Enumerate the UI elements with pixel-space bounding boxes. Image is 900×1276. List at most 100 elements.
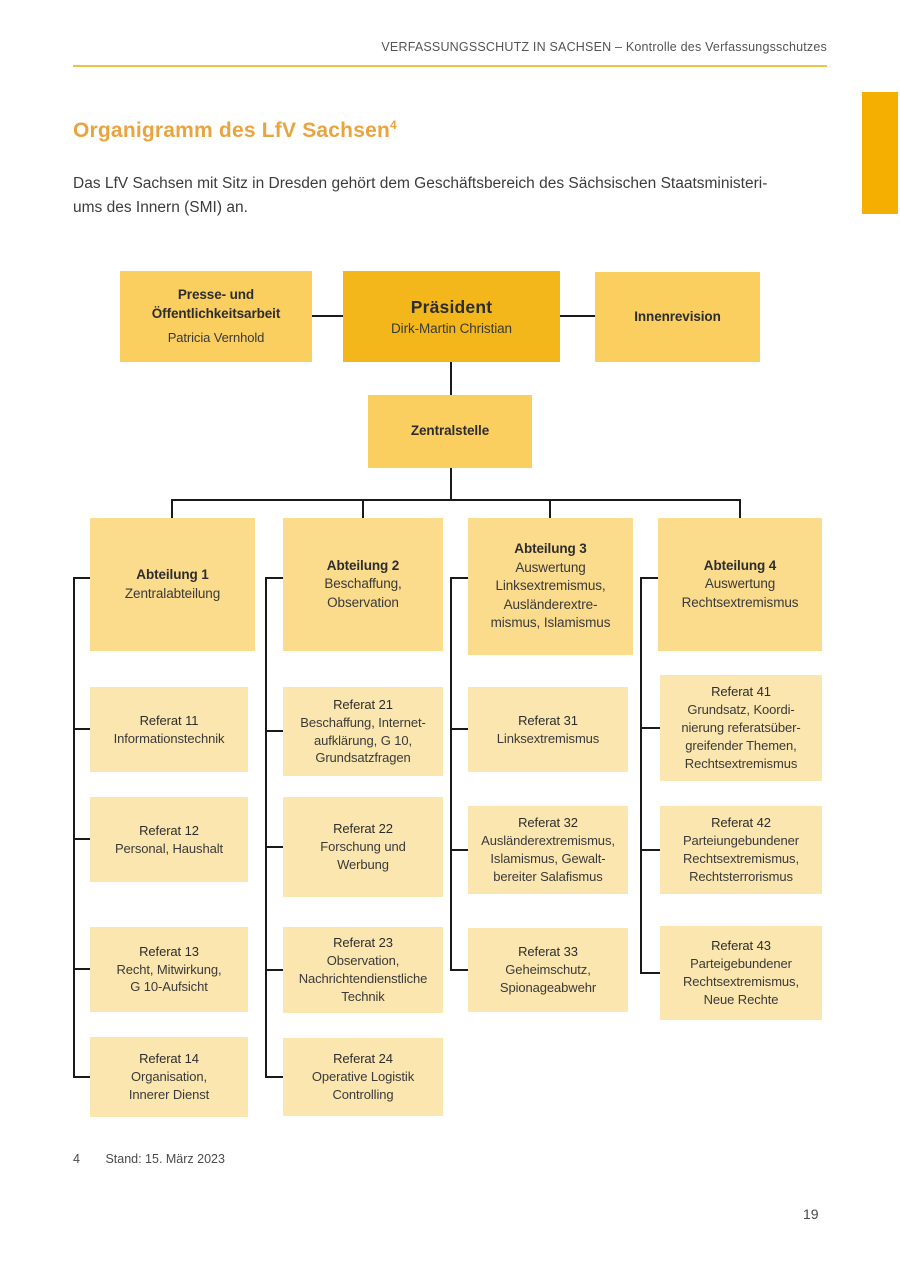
org-box-referat-13-title: Referat 13: [139, 943, 199, 959]
org-box-abteilung-1: Abteilung 1 Zentralabteilung: [90, 518, 255, 651]
connector-line: [450, 728, 468, 730]
org-box-abteilung-2-body: Beschaffung, Observation: [324, 576, 402, 610]
title-footnote-ref: 4: [390, 118, 397, 132]
connector-line: [171, 499, 741, 501]
connector-line: [265, 846, 283, 848]
page-number: 19: [803, 1206, 819, 1222]
org-box-referat-32-title: Referat 32: [518, 815, 578, 831]
running-header: VERFASSUNGSSCHUTZ IN SACHSEN – Kontrolle…: [381, 40, 827, 54]
org-box-zentralstelle: Zentralstelle: [368, 395, 532, 468]
org-box-referat-23: Referat 23 Observation, Nachrichtendiens…: [283, 927, 443, 1013]
connector-line: [640, 727, 660, 729]
org-box-referat-33-title: Referat 33: [518, 944, 578, 960]
connector-line: [73, 968, 90, 970]
org-box-referat-12: Referat 12 Personal, Haushalt: [90, 797, 248, 882]
org-box-referat-31: Referat 31 Linksextremismus: [468, 687, 628, 772]
org-box-referat-33: Referat 33 Geheimschutz, Spionageabwehr: [468, 928, 628, 1012]
org-box-referat-33-body: Geheimschutz, Spionageabwehr: [499, 962, 597, 995]
org-box-referat-42-body: Parteiungebundener Rechtsextremismus, Re…: [682, 833, 800, 884]
org-box-abteilung-4-body: Auswertung Rechtsextremismus: [681, 576, 799, 610]
org-box-referat-23-body: Observation, Nachrichtendienstliche Tech…: [298, 953, 428, 1004]
connector-line: [549, 499, 551, 518]
org-box-referat-11: Referat 11 Informationstechnik: [90, 687, 248, 772]
org-box-referat-43: Referat 43 Parteigebundener Rechtsextrem…: [660, 926, 822, 1020]
page-edge-tab: [862, 92, 898, 214]
org-box-referat-21: Referat 21 Beschaffung, Internet- aufklä…: [283, 687, 443, 776]
connector-line: [73, 1076, 90, 1078]
org-box-presse: Presse- und Öffentlichkeitsarbeit Patric…: [120, 271, 312, 362]
connector-line: [450, 849, 468, 851]
org-box-referat-32-body: Ausländerextremismus, Islamismus, Gewalt…: [481, 833, 615, 884]
connector-line: [450, 362, 452, 395]
org-box-abteilung-1-title: Abteilung 1: [136, 566, 209, 582]
org-box-referat-41-body: Grundsatz, Koordi- nierung referatsüber-…: [681, 702, 801, 771]
org-box-referat-31-body: Linksextremismus: [496, 730, 600, 746]
org-box-praesident: Präsident Dirk-Martin Christian: [343, 271, 560, 362]
connector-line: [450, 969, 468, 971]
org-box-referat-43-body: Parteigebundener Rechtsextremismus, Neue…: [683, 956, 799, 1007]
connector-line: [640, 577, 642, 974]
org-box-referat-21-title: Referat 21: [333, 696, 393, 712]
connector-line: [265, 730, 283, 732]
connector-line: [312, 315, 343, 317]
org-box-referat-21-body: Beschaffung, Internet- aufklärung, G 10,…: [300, 714, 426, 766]
org-box-referat-43-title: Referat 43: [711, 938, 771, 954]
org-box-presse-body: Patricia Vernhold: [167, 330, 265, 346]
org-box-abteilung-3: Abteilung 3 Auswertung Linksextremismus,…: [468, 518, 633, 655]
connector-line: [265, 577, 283, 579]
connector-line: [450, 577, 468, 579]
header-rule: [73, 65, 827, 67]
connector-line: [265, 969, 283, 971]
org-box-referat-41-title: Referat 41: [711, 684, 771, 700]
org-box-referat-42-title: Referat 42: [711, 815, 771, 831]
org-box-abteilung-2: Abteilung 2 Beschaffung, Observation: [283, 518, 443, 651]
org-box-referat-13-body: Recht, Mitwirkung, G 10-Aufsicht: [116, 961, 222, 995]
org-box-referat-42: Referat 42 Parteiungebundener Rechtsextr…: [660, 806, 822, 894]
org-box-referat-23-title: Referat 23: [333, 935, 393, 951]
org-box-referat-12-title: Referat 12: [139, 822, 199, 838]
connector-line: [73, 577, 75, 1078]
connector-line: [560, 315, 595, 317]
org-box-praesident-title: Präsident: [410, 296, 493, 317]
org-box-referat-41: Referat 41 Grundsatz, Koordi- nierung re…: [660, 675, 822, 781]
org-box-referat-14-body: Organisation, Innerer Dienst: [128, 1069, 210, 1102]
org-box-referat-24: Referat 24 Operative Logistik Controllin…: [283, 1038, 443, 1116]
connector-line: [640, 849, 660, 851]
org-box-referat-11-title: Referat 11: [139, 712, 199, 728]
org-box-referat-22-title: Referat 22: [333, 821, 393, 837]
org-box-abteilung-3-title: Abteilung 3: [514, 540, 587, 556]
org-box-referat-22: Referat 22 Forschung und Werbung: [283, 797, 443, 897]
connector-line: [265, 1076, 283, 1078]
connector-line: [73, 728, 90, 730]
connector-line: [450, 577, 452, 971]
connector-line: [171, 499, 173, 518]
connector-line: [73, 577, 90, 579]
connector-line: [265, 577, 267, 1078]
org-box-abteilung-1-body: Zentralabteilung: [124, 585, 221, 601]
org-box-referat-13: Referat 13 Recht, Mitwirkung, G 10-Aufsi…: [90, 927, 248, 1012]
org-box-referat-14: Referat 14 Organisation, Innerer Dienst: [90, 1037, 248, 1117]
connector-line: [362, 499, 364, 518]
org-box-abteilung-3-body: Auswertung Linksextremismus, Ausländerex…: [490, 559, 611, 631]
org-box-innenrevision: Innenrevision: [595, 272, 760, 362]
org-box-zentralstelle-title: Zentralstelle: [410, 423, 490, 439]
footnote-marker: 4: [73, 1152, 80, 1166]
org-box-referat-31-title: Referat 31: [518, 712, 578, 728]
org-box-abteilung-4-title: Abteilung 4: [703, 557, 777, 573]
page-title-text: Organigramm des LfV Sachsen: [73, 119, 390, 142]
connector-line: [640, 972, 660, 974]
org-box-abteilung-4: Abteilung 4 Auswertung Rechtsextremismus: [658, 518, 822, 651]
intro-paragraph: Das LfV Sachsen mit Sitz in Dresden gehö…: [73, 175, 768, 217]
org-box-abteilung-2-title: Abteilung 2: [326, 557, 400, 573]
org-box-referat-24-title: Referat 24: [333, 1051, 393, 1067]
org-box-referat-14-title: Referat 14: [139, 1051, 199, 1067]
org-box-innenrevision-title: Innenrevision: [634, 308, 721, 324]
org-box-referat-32: Referat 32 Ausländerextremismus, Islamis…: [468, 806, 628, 894]
connector-line: [73, 838, 90, 840]
connector-line: [450, 468, 452, 499]
footnote: 4 Stand: 15. März 2023: [73, 1152, 225, 1166]
connector-line: [640, 577, 658, 579]
org-box-referat-12-body: Personal, Haushalt: [114, 840, 224, 856]
page-title: Organigramm des LfV Sachsen4: [73, 118, 397, 143]
